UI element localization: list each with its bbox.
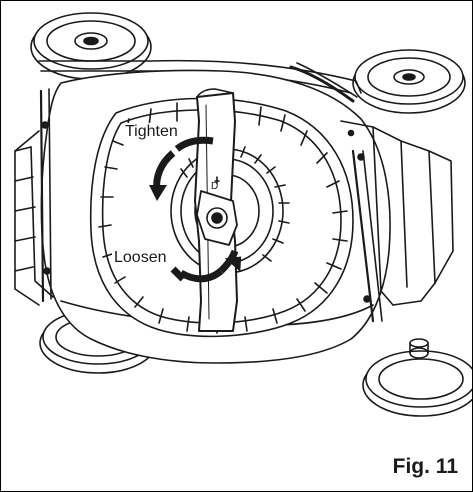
wheel-bottom-right bbox=[362, 338, 472, 417]
tighten-label: Tighten bbox=[123, 123, 180, 141]
figure-caption: Fig. 11 bbox=[392, 455, 458, 478]
deck-fasteners bbox=[41, 121, 371, 303]
loosen-arrow-icon bbox=[170, 249, 242, 283]
svg-text:D: D bbox=[211, 181, 218, 192]
blade-bolt: D bbox=[196, 176, 238, 246]
wheel-top-right bbox=[352, 49, 466, 114]
loosen-label: Loosen bbox=[112, 249, 169, 267]
tighten-arrow-icon bbox=[149, 136, 214, 201]
wheel-top-left bbox=[30, 12, 152, 80]
